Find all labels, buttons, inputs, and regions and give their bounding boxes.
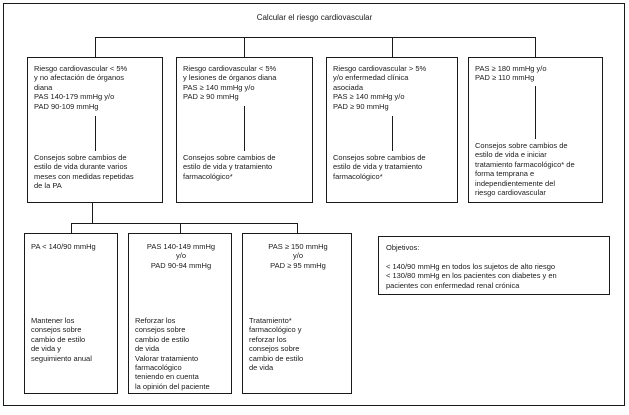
condition-text: Riesgo cardiovascular < 5% y lesiones de… (183, 64, 277, 102)
condition-text: PA < 140/90 mmHg (31, 242, 96, 251)
connector-top-drop-4 (535, 37, 536, 57)
flowchart-frame (3, 3, 625, 406)
condition-text: PAS ≥ 180 mmHg y/o PAD ≥ 110 mmHg (475, 64, 547, 83)
action-text: Tratamiento* farmacológico y reforzar lo… (249, 316, 304, 373)
objectives-body: < 140/90 mmHg en todos los sujetos de al… (386, 262, 557, 290)
connector-followup-feed (92, 203, 93, 223)
node-risk-lt5-organ-lesions: Riesgo cardiovascular < 5% y lesiones de… (176, 57, 313, 203)
action-text: Reforzar los consejos sobre cambio de es… (135, 316, 210, 391)
node-risk-lt5-no-organ-damage: Riesgo cardiovascular < 5% y no afectaci… (27, 57, 163, 203)
condition-text: Riesgo cardiovascular > 5% y/o enfermeda… (333, 64, 427, 111)
action-text: Consejos sobre cambios de estilo de vida… (333, 153, 426, 181)
node-risk-gt5-clinical-disease: Riesgo cardiovascular > 5% y/o enfermeda… (326, 57, 458, 203)
node-pa-below-140-90: PA < 140/90 mmHg Mantener los consejos s… (24, 233, 118, 394)
connector-top-drop-2 (244, 37, 245, 57)
connector-followup-drop-1 (71, 223, 72, 233)
connector-top-drop-3 (392, 37, 393, 57)
action-text: Consejos sobre cambios de estilo de vida… (183, 153, 276, 181)
node-pas-140-149: PAS 140-149 mmHg y/o PAD 90-94 mmHg Refo… (128, 233, 232, 394)
connector-followup-branch (71, 223, 298, 224)
connector-internal-2 (244, 106, 245, 151)
connector-top-drop-1 (95, 37, 96, 57)
root-label: Calcular el riesgo cardiovascular (256, 13, 373, 22)
connector-top-branch (95, 37, 536, 38)
connector-internal-3 (391, 116, 393, 151)
action-text: Consejos sobre cambios de estilo de vida… (34, 153, 134, 191)
condition-text: Riesgo cardiovascular < 5% y no afectaci… (34, 64, 128, 111)
connector-internal-4 (535, 86, 536, 139)
objectives-heading: Objetivos: (386, 243, 420, 252)
condition-text: PAS ≥ 150 mmHg y/o PAD ≥ 95 mmHg (268, 242, 328, 270)
node-severe-hypertension: PAS ≥ 180 mmHg y/o PAD ≥ 110 mmHg Consej… (468, 57, 603, 203)
connector-followup-drop-2 (180, 223, 181, 233)
action-text: Mantener los consejos sobre cambio de es… (31, 316, 92, 363)
objectives-box: Objetivos: < 140/90 mmHg en todos los su… (378, 236, 610, 295)
action-text: Consejos sobre cambios de estilo de vida… (475, 141, 575, 198)
node-pas-150-plus: PAS ≥ 150 mmHg y/o PAD ≥ 95 mmHg Tratami… (242, 233, 352, 394)
connector-internal-1 (94, 116, 96, 151)
connector-followup-drop-3 (297, 223, 298, 233)
condition-text: PAS 140-149 mmHg y/o PAD 90-94 mmHg (146, 242, 216, 270)
